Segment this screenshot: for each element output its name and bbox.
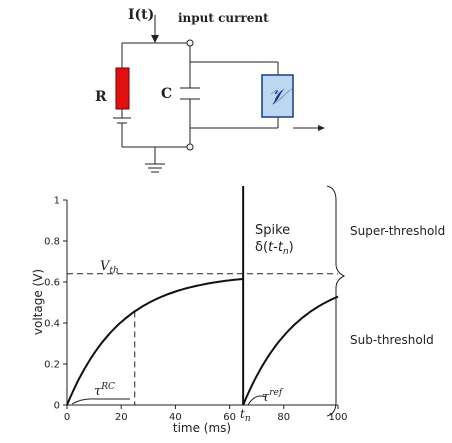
tau-rc-annotation: τRC bbox=[94, 382, 115, 399]
y-tick-label: 1 bbox=[54, 196, 60, 207]
x-ticks: 0 20 40 60 80 100 bbox=[64, 405, 348, 423]
x-tick-label: 80 bbox=[277, 412, 290, 423]
tau-ref-brace bbox=[247, 395, 267, 406]
y-tick-label: 0.8 bbox=[44, 237, 60, 248]
x-tick-label: 40 bbox=[169, 412, 182, 423]
current-label: I(t) bbox=[128, 7, 154, 23]
x-tick-label: 0 bbox=[64, 412, 70, 423]
vth-annotation: Vth bbox=[100, 259, 119, 276]
voltmeter bbox=[261, 74, 294, 118]
output-arrow-head bbox=[318, 125, 325, 131]
terminal-bottom bbox=[186, 143, 194, 151]
x-tick-label: 20 bbox=[115, 412, 128, 423]
spike-formula: δ(t-tn) bbox=[255, 240, 294, 257]
y-axis-label: voltage (V) bbox=[31, 269, 45, 335]
y-tick-label: 0 bbox=[54, 401, 60, 412]
x-tick-label: 100 bbox=[328, 412, 347, 423]
current-arrow-head bbox=[151, 35, 159, 43]
sub-threshold-label: Sub-threshold bbox=[350, 333, 434, 347]
terminal-top bbox=[186, 39, 194, 47]
tau-rc-brace bbox=[71, 398, 130, 405]
y-tick-label: 0.4 bbox=[44, 319, 60, 330]
x-axis-label: time (ms) bbox=[173, 421, 231, 435]
resistor bbox=[115, 67, 130, 110]
current-description: input current bbox=[178, 11, 269, 25]
threshold-brace bbox=[326, 185, 346, 417]
resistor-label: R bbox=[95, 89, 107, 105]
y-ticks: 0 0.2 0.4 0.6 0.8 1 bbox=[44, 196, 67, 412]
series-charging-curve bbox=[66, 277, 244, 406]
spike-title: Spike bbox=[255, 223, 290, 238]
capacitor-label: C bbox=[161, 86, 172, 102]
tau-ref-annotation: τref bbox=[262, 388, 284, 405]
x-tick-label: 60 bbox=[223, 412, 236, 423]
y-tick-label: 0.6 bbox=[44, 278, 60, 289]
super-threshold-label: Super-threshold bbox=[350, 224, 445, 238]
circuit-diagram: I(t) input current R C 𝒱 bbox=[95, 7, 325, 173]
y-tick-label: 0.2 bbox=[44, 360, 60, 371]
series-recovery-curve bbox=[242, 295, 339, 406]
tn-annotation: tn bbox=[240, 407, 251, 424]
